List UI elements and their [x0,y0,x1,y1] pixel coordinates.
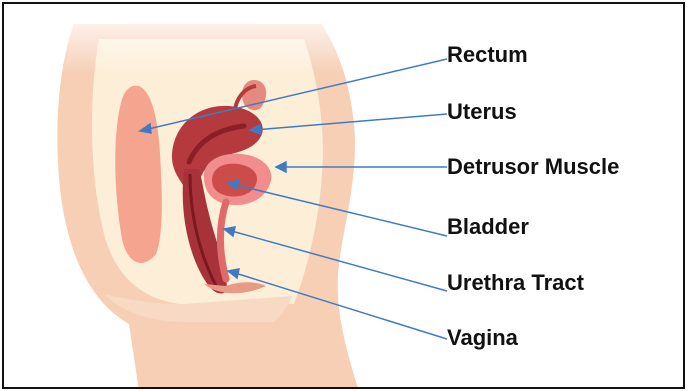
label-vagina: Vagina [447,325,518,351]
label-bladder: Bladder [447,214,529,240]
label-urethra-tract: Urethra Tract [447,270,584,296]
pelvic-anatomy-illustration [4,4,685,389]
label-uterus: Uterus [447,99,517,125]
label-detrusor-muscle: Detrusor Muscle [447,154,619,180]
top-fade-overlay [4,4,364,389]
label-rectum: Rectum [447,42,528,68]
